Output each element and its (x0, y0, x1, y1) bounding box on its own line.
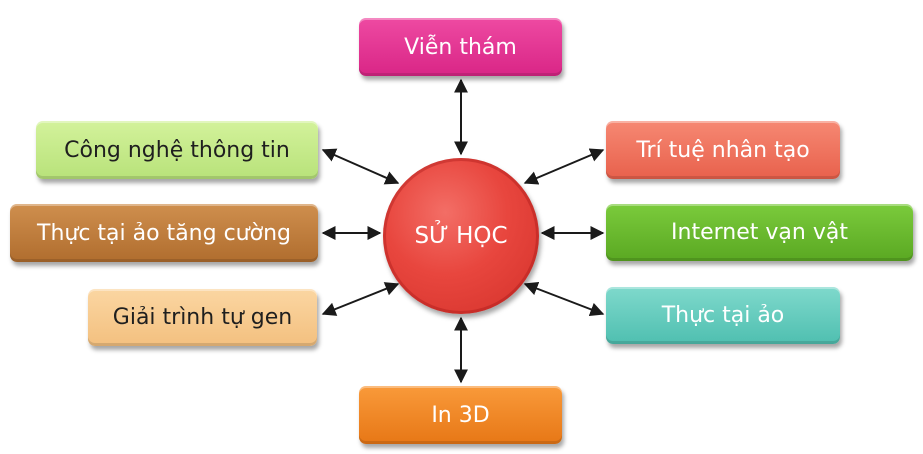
node-label: Viễn thám (404, 34, 517, 60)
connector-cong-nghe-thong-tin (321, 148, 400, 185)
node-internet-van-vat: Internet vạn vật (606, 204, 913, 261)
center-node-su-hoc: SỬ HỌC (383, 158, 539, 314)
node-label: Thực tại ảo (661, 303, 785, 328)
node-label: Internet vạn vật (671, 220, 848, 245)
node-giai-trinh-tu-gen: Giải trình tự gen (88, 289, 317, 346)
connector-thuc-tai-ao (523, 281, 605, 317)
center-node-label: SỬ HỌC (414, 223, 508, 249)
node-vien-tham: Viễn thám (359, 18, 562, 76)
node-label: Giải trình tự gen (112, 305, 293, 330)
connector-giai-trinh-tu-gen (321, 282, 400, 316)
node-tri-tue-nhan-tao: Trí tuệ nhân tạo (606, 121, 840, 179)
node-label: Trí tuệ nhân tạo (636, 137, 810, 163)
connector-tri-tue-nhan-tao (523, 148, 605, 185)
node-label: Công nghệ thông tin (64, 137, 290, 163)
node-thuc-tai-ao: Thực tại ảo (606, 287, 840, 344)
node-label: Thực tại ảo tăng cường (37, 220, 291, 246)
node-thuc-tai-ao-tang-cuong: Thực tại ảo tăng cường (10, 204, 318, 262)
node-in-3d: In 3D (359, 386, 562, 444)
node-label: In 3D (431, 402, 490, 428)
node-cong-nghe-thong-tin: Công nghệ thông tin (36, 121, 318, 179)
